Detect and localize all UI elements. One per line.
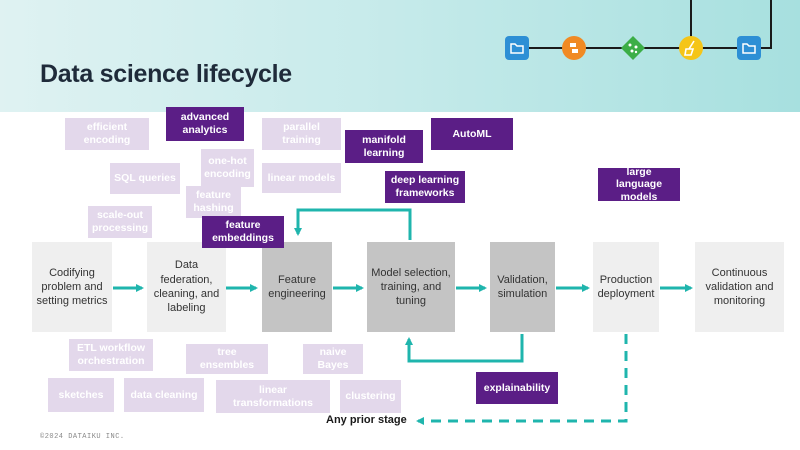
tag-efficient-encoding: efficient encoding bbox=[65, 118, 149, 150]
tag-automl: AutoML bbox=[431, 118, 513, 150]
tag-naive-bayes: naive Bayes bbox=[303, 344, 363, 374]
copyright-footer: ©2024 DATAIKU INC. bbox=[40, 433, 125, 441]
loop-validation-to-model bbox=[405, 334, 524, 363]
stage-validation: Validation, simulation bbox=[490, 242, 555, 332]
header-banner bbox=[0, 0, 800, 112]
stage-federation: Data federation, cleaning, and labeling bbox=[147, 242, 226, 332]
broom-icon bbox=[679, 36, 703, 60]
python-icon bbox=[562, 36, 586, 60]
tag-feature-embeddings: feature embeddings bbox=[202, 216, 284, 248]
tag-linear-models: linear models bbox=[262, 163, 341, 193]
page-title: Data science lifecycle bbox=[40, 60, 292, 88]
tag-scale-out-processing: scale-out processing bbox=[88, 206, 152, 238]
icon-connector-line bbox=[770, 0, 772, 48]
loop-model-to-feature bbox=[294, 208, 412, 240]
tag-deep-learning-frameworks: deep learning frameworks bbox=[385, 171, 465, 203]
tag-large-language-models: large language models bbox=[598, 166, 680, 203]
tag-feature-hashing: feature hashing bbox=[186, 186, 241, 218]
tag-clustering: clustering bbox=[340, 380, 401, 413]
stage-production: Production deployment bbox=[593, 242, 659, 332]
icon-connector-line bbox=[690, 0, 692, 48]
stage-monitoring: Continuous validation and monitoring bbox=[695, 242, 784, 332]
stage-codify: Codifying problem and setting metrics bbox=[32, 242, 112, 332]
tag-linear-transformations: linear transformations bbox=[216, 380, 330, 413]
tag-explainability: explainability bbox=[476, 372, 558, 404]
tag-etl-workflow-orchestration: ETL workflow orchestration bbox=[69, 339, 153, 371]
tag-sketches: sketches bbox=[48, 378, 114, 412]
tag-one-hot-encoding: one-hot encoding bbox=[201, 149, 254, 187]
stage-feature: Feature engineering bbox=[262, 242, 332, 332]
tag-tree-ensembles: tree ensembles bbox=[186, 344, 268, 374]
recipe-icon bbox=[621, 36, 645, 60]
folder-icon bbox=[505, 36, 529, 60]
tag-parallel-training: parallel training bbox=[262, 118, 341, 150]
tag-manifold-learning: manifold learning bbox=[345, 130, 423, 163]
tag-data-cleaning: data cleaning bbox=[124, 378, 204, 412]
tag-advanced-analytics: advanced analytics bbox=[166, 107, 244, 141]
stage-model: Model selection, training, and tuning bbox=[367, 242, 455, 332]
folder-icon bbox=[737, 36, 761, 60]
any-prior-stage-label: Any prior stage bbox=[326, 414, 407, 426]
loop-production-to-prior bbox=[416, 334, 628, 425]
tag-sql-queries: SQL queries bbox=[110, 163, 180, 194]
